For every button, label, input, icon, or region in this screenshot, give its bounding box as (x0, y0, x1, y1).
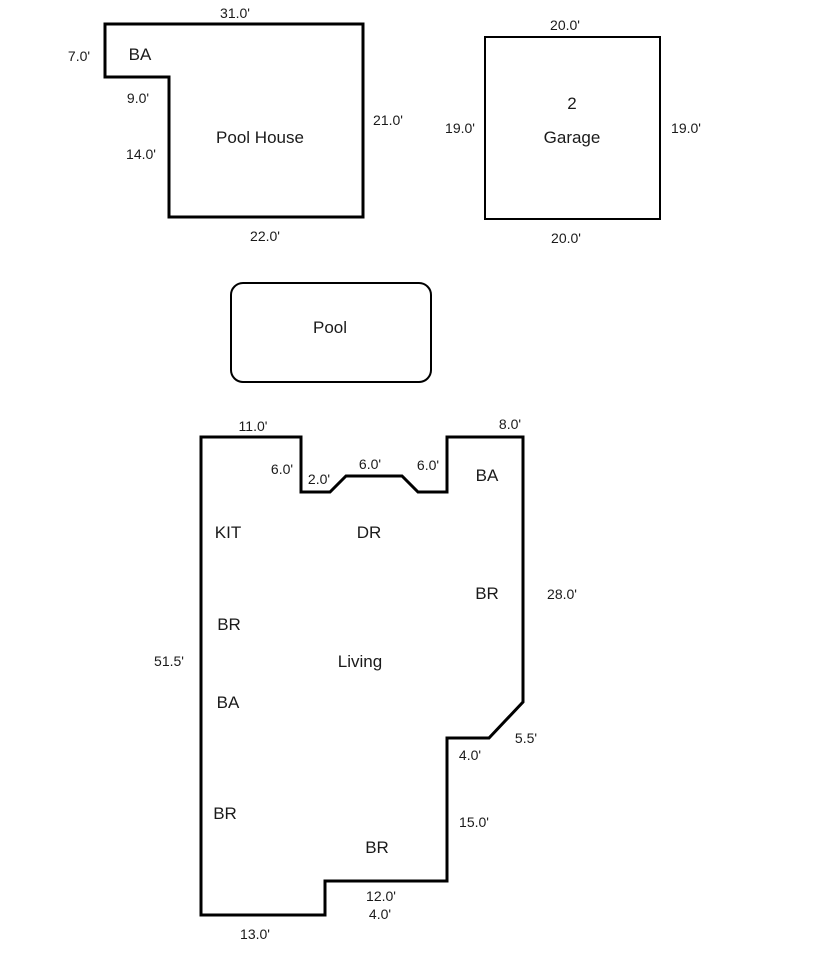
main-house: 11.0' 8.0' 6.0' 2.0' 6.0' 6.0' 51.5' 28.… (154, 416, 577, 942)
garage-dim-bottom: 20.0' (551, 230, 581, 246)
house-dim-bay-left: 2.0' (308, 471, 330, 487)
garage: 20.0' 20.0' 19.0' 19.0' 2 Garage (445, 17, 701, 246)
pool: Pool (230, 282, 432, 383)
pool-house: 31.0' 7.0' 9.0' 14.0' 21.0' 22.0' BA Poo… (68, 5, 403, 244)
house-room-ba-top: BA (476, 466, 499, 485)
pool-house-outline (103, 22, 365, 219)
house-dim-bottom-step: 4.0' (369, 906, 391, 922)
house-dim-angle: 5.5' (515, 730, 537, 746)
pool-house-dim-top: 31.0' (220, 5, 250, 21)
house-dim-notch-right: 6.0' (417, 457, 439, 473)
main-house-outline (199, 435, 525, 917)
house-dim-left: 51.5' (154, 653, 184, 669)
pool-house-dim-notch: 9.0' (127, 90, 149, 106)
pool-label: Pool (313, 318, 347, 337)
house-room-dr: DR (357, 523, 382, 542)
pool-house-room-ba: BA (129, 45, 152, 64)
house-dim-bottom-left: 13.0' (240, 926, 270, 942)
pool-outline (230, 282, 432, 383)
garage-capacity: 2 (567, 94, 576, 113)
pool-house-dim-bottom: 22.0' (250, 228, 280, 244)
house-dim-step: 4.0' (459, 747, 481, 763)
house-room-br-bottom: BR (365, 838, 389, 857)
house-dim-notch-left: 6.0' (271, 461, 293, 477)
garage-dim-right: 19.0' (671, 120, 701, 136)
house-dim-lower-right: 15.0' (459, 814, 489, 830)
house-room-kit: KIT (215, 523, 241, 542)
house-dim-top-right: 8.0' (499, 416, 521, 432)
house-room-living: Living (338, 652, 382, 671)
house-dim-bottom-mid: 12.0' (366, 888, 396, 904)
house-dim-right: 28.0' (547, 586, 577, 602)
house-room-br-left: BR (217, 615, 241, 634)
pool-house-dim-left-lower: 14.0' (126, 146, 156, 162)
house-dim-bay-center: 6.0' (359, 456, 381, 472)
garage-outline (484, 36, 661, 220)
garage-label: Garage (544, 128, 601, 147)
garage-dim-top: 20.0' (550, 17, 580, 33)
house-dim-top-left: 11.0' (239, 418, 268, 434)
house-room-br-lower-left: BR (213, 804, 237, 823)
pool-house-dim-right: 21.0' (373, 112, 403, 128)
house-room-br-right: BR (475, 584, 499, 603)
garage-dim-left: 19.0' (445, 120, 475, 136)
pool-house-room-main: Pool House (216, 128, 304, 147)
house-room-ba-left: BA (217, 693, 240, 712)
pool-house-dim-left-upper: 7.0' (68, 48, 90, 64)
